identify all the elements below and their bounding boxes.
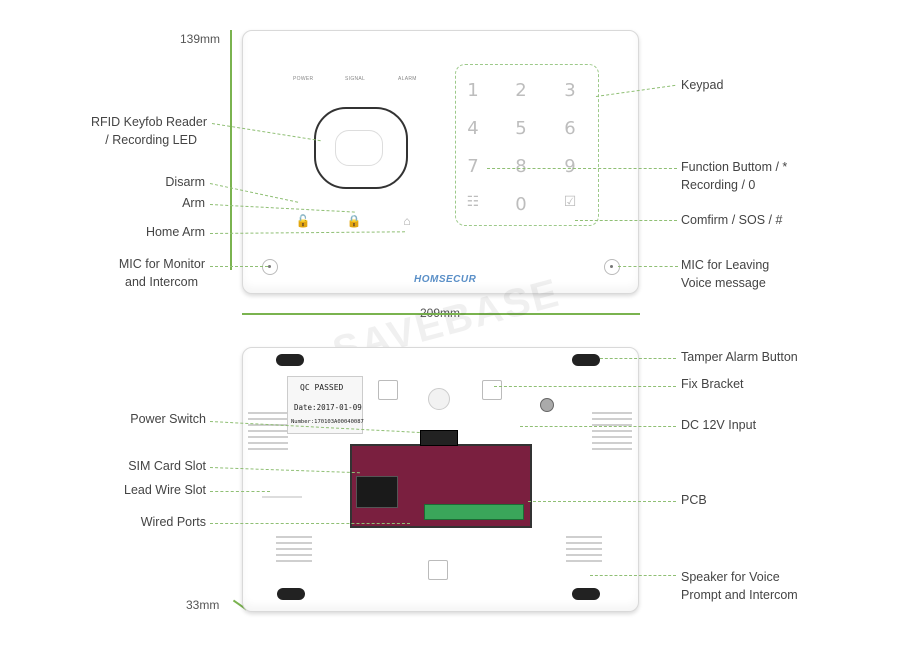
label-intercom: and Intercom	[125, 275, 198, 289]
leader-wired-ports	[210, 523, 410, 524]
arm-button[interactable]: 🔒	[346, 214, 362, 228]
wired-ports[interactable]	[424, 504, 524, 520]
qc-number: Number:170103A00040087	[291, 419, 364, 425]
key-6[interactable]: 6	[564, 118, 576, 139]
rfid-inner-mark	[335, 130, 383, 166]
label-disarm: Disarm	[165, 175, 205, 189]
label-confirm-sos: Comfirm / SOS / #	[681, 213, 783, 227]
label-sim-card-slot: SIM Card Slot	[128, 459, 206, 473]
key-8[interactable]: 8	[515, 156, 527, 177]
leader-pcb	[528, 501, 676, 502]
key-2[interactable]: 2	[515, 80, 527, 101]
label-mic-monitor: MIC for Monitor	[118, 257, 205, 271]
signal-indicator: SIGNAL	[345, 76, 366, 82]
front-panel	[242, 30, 639, 294]
leader-fix-bracket	[494, 386, 676, 387]
speaker-left	[276, 536, 312, 566]
key-confirm[interactable]: ☑	[563, 194, 577, 210]
leader-dc-input	[520, 426, 676, 427]
mic-monitor-icon	[262, 259, 278, 275]
label-recording-led: / Recording LED	[105, 133, 197, 147]
lead-wire-slot-left	[262, 488, 302, 498]
disarm-button[interactable]: 🔓	[295, 214, 311, 228]
label-wired-ports: Wired Ports	[140, 515, 206, 529]
label-lead-wire-slot: Lead Wire Slot	[124, 483, 206, 497]
key-7[interactable]: 7	[467, 156, 479, 177]
label-fix-bracket: Fix Bracket	[681, 377, 744, 391]
speaker-right	[566, 536, 602, 566]
left-vent	[248, 412, 288, 454]
label-tamper-alarm: Tamper Alarm Button	[681, 350, 798, 364]
label-function-button: Function Buttom / *	[681, 160, 788, 174]
label-dc-input: DC 12V Input	[681, 418, 757, 432]
mic-leaving-icon	[604, 259, 620, 275]
bracket-hole-left	[378, 380, 398, 400]
leader-confirm	[575, 220, 677, 221]
top-left-foot	[276, 354, 304, 366]
tamper-alarm-button[interactable]	[572, 354, 600, 366]
label-home-arm: Home Arm	[145, 225, 205, 239]
label-mic-leaving: MIC for Leaving	[681, 258, 770, 272]
qc-title: QC PASSED	[300, 383, 344, 392]
label-keypad: Keypad	[681, 78, 724, 92]
leader-speaker	[590, 575, 676, 576]
center-bumper	[428, 388, 450, 410]
keypad	[455, 64, 599, 226]
rfid-reader	[314, 107, 408, 189]
label-arm: Arm	[182, 196, 205, 210]
leader-mic-monitor	[210, 266, 268, 267]
leader-lead-wire	[210, 491, 270, 492]
label-speaker: Speaker for Voice	[681, 570, 780, 584]
home-arm-button[interactable]: ⌂	[403, 214, 411, 228]
key-4[interactable]: 4	[467, 118, 479, 139]
depth-dimension-label: 33mm	[186, 598, 220, 612]
height-dimension-label: 139mm	[180, 32, 221, 46]
key-9[interactable]: 9	[564, 156, 576, 177]
label-rfid: RFID Keyfob Reader	[90, 115, 207, 129]
fix-bracket-hole	[482, 380, 502, 400]
right-vent	[592, 412, 632, 454]
key-5[interactable]: 5	[515, 118, 527, 139]
height-dimension-line	[230, 30, 232, 270]
power-indicator: POWER	[293, 76, 314, 82]
label-pcb: PCB	[681, 493, 707, 507]
key-function[interactable]: ☷	[466, 194, 480, 210]
bottom-right-foot	[572, 588, 600, 600]
qc-sticker: QC PASSED Date:2017-01-09 Number:170103A…	[287, 376, 364, 434]
bottom-left-foot	[277, 588, 305, 600]
bottom-bracket-hole	[428, 560, 448, 580]
power-switch[interactable]	[420, 430, 458, 446]
qc-date: Date:2017-01-09	[294, 403, 362, 412]
label-voice-message: Voice message	[681, 276, 766, 290]
label-power-switch: Power Switch	[130, 412, 206, 426]
sim-card-slot[interactable]	[356, 476, 398, 508]
alarm-indicator: ALARM	[398, 76, 417, 82]
dc-input-screw	[540, 398, 554, 412]
brand-logo: HOMSECUR	[414, 274, 477, 285]
leader-mic-leaving	[618, 266, 678, 267]
label-recording-0: Recording / 0	[681, 178, 756, 192]
key-0[interactable]: 0	[515, 194, 527, 215]
key-3[interactable]: 3	[564, 80, 576, 101]
key-1[interactable]: 1	[467, 80, 479, 101]
leader-function	[487, 168, 677, 169]
leader-tamper	[600, 358, 676, 359]
width-dimension-line	[242, 313, 640, 315]
label-speaker-2: Prompt and Intercom	[681, 588, 798, 602]
